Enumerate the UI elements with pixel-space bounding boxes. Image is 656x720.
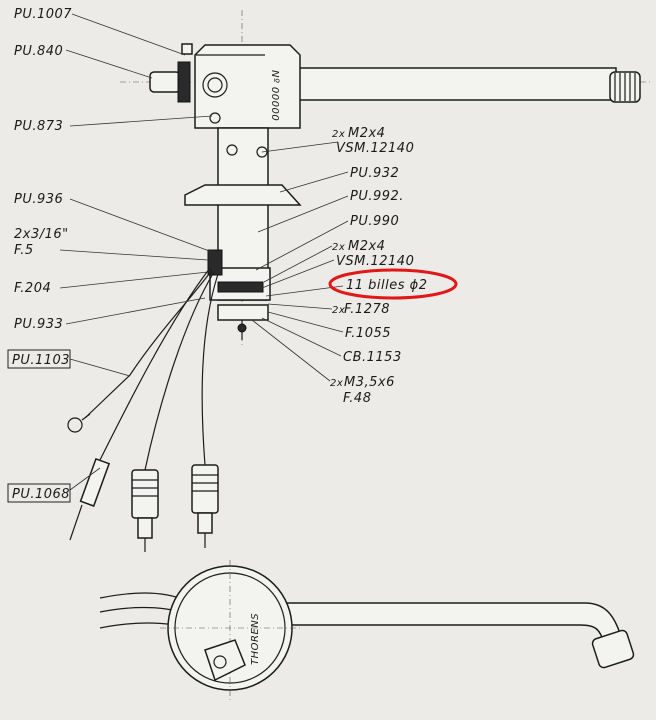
label-f1055: F.1055 bbox=[345, 326, 391, 341]
label-f1278: F.1278 bbox=[344, 302, 390, 317]
label-m2x4-mid: M2x4 bbox=[348, 239, 385, 254]
label-qty: 2x bbox=[330, 378, 343, 389]
rca-plug-right bbox=[191, 464, 219, 548]
ring-terminal bbox=[67, 417, 83, 433]
head-block bbox=[194, 44, 301, 129]
tonearm-top-view: THORENS bbox=[99, 560, 635, 700]
highlight-ellipse bbox=[328, 268, 458, 300]
label-pu992: PU.992. bbox=[350, 189, 404, 204]
label-f204: F.204 bbox=[14, 281, 51, 296]
leader-lines bbox=[59, 13, 349, 491]
label-billes: 11 billes ϕ2 bbox=[346, 278, 428, 293]
label-cb1153: CB.1153 bbox=[343, 350, 402, 365]
arm-tube-top bbox=[279, 602, 623, 647]
label-pu990: PU.990 bbox=[350, 214, 399, 229]
label-pu1068: PU.1068 bbox=[12, 487, 70, 502]
part-labels: PU.1007 PU.840 PU.873 2x M2x4 VSM.12140 … bbox=[7, 7, 458, 503]
label-m35: M3,5x6 bbox=[344, 375, 395, 390]
rca-plug-left bbox=[131, 469, 159, 552]
label-f5: F.5 bbox=[14, 243, 34, 258]
pivot-nut bbox=[202, 72, 228, 98]
pin-plug bbox=[79, 457, 111, 507]
label-pu933: PU.933 bbox=[14, 317, 63, 332]
label-qty: 2x bbox=[332, 305, 345, 316]
serial-number: Nº 00000 bbox=[269, 70, 280, 121]
brand-logo: THORENS bbox=[250, 613, 261, 665]
label-m2x4-top: M2x4 bbox=[348, 126, 385, 141]
label-f48: F.48 bbox=[343, 391, 371, 406]
label-box-pu1068 bbox=[7, 483, 71, 503]
label-pu1007: PU.1007 bbox=[14, 7, 72, 22]
arm-tube bbox=[297, 67, 617, 101]
disk-plate bbox=[184, 184, 302, 206]
label-pu873: PU.873 bbox=[14, 119, 63, 134]
label-qty: 2x bbox=[332, 242, 345, 253]
label-vsm-top: VSM.12140 bbox=[336, 141, 414, 156]
label-pu840: PU.840 bbox=[14, 44, 63, 59]
label-box-pu1103 bbox=[7, 349, 71, 369]
label-pu932: PU.932 bbox=[350, 166, 399, 181]
label-vsm-mid: VSM.12140 bbox=[336, 254, 414, 269]
label-pu1103: PU.1103 bbox=[12, 353, 70, 368]
label-f5-qty: 2x3/16" bbox=[14, 227, 69, 242]
label-qty: 2x bbox=[332, 129, 345, 140]
label-pu936: PU.936 bbox=[14, 192, 63, 207]
tonearm-side-view: Nº 00000 bbox=[67, 10, 650, 552]
